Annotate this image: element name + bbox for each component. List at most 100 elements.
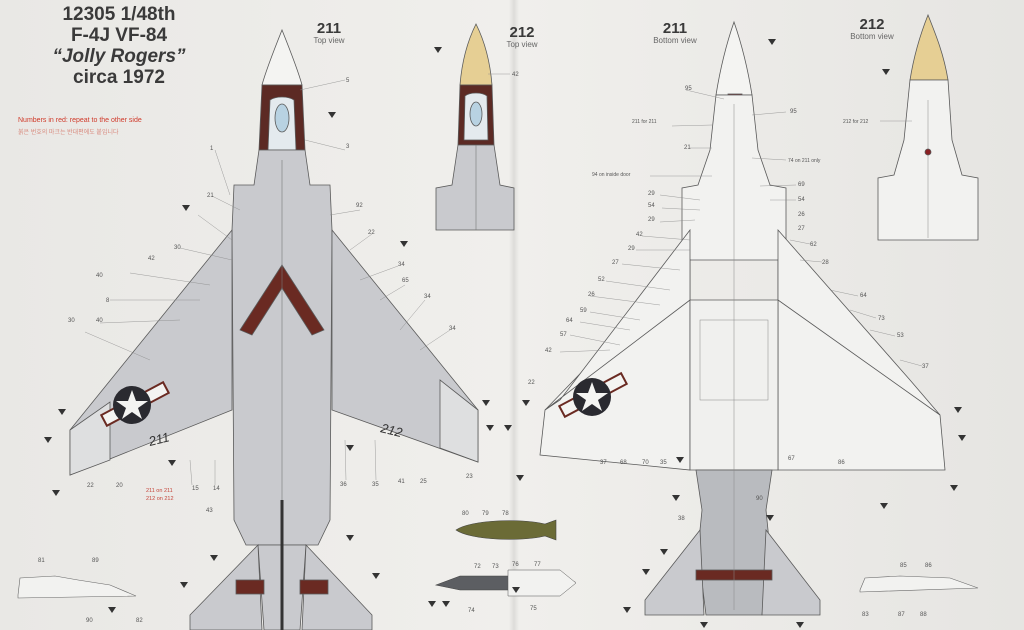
svg-text:90: 90: [756, 496, 763, 502]
svg-text:42: 42: [512, 72, 519, 78]
svg-text:89: 89: [92, 558, 99, 564]
svg-text:22: 22: [368, 230, 375, 236]
title-line-nickname: “Jolly Rogers”: [52, 46, 186, 67]
leader-lines-bottom-211: [559, 89, 923, 367]
header-top-211: 211 Top view: [305, 20, 353, 45]
svg-text:35: 35: [372, 482, 379, 488]
svg-text:92: 92: [356, 203, 363, 209]
svg-text:30: 30: [68, 318, 75, 324]
svg-text:90: 90: [86, 618, 93, 624]
svg-text:52: 52: [598, 277, 605, 283]
red-numbers-note: Numbers in red: repeat to the other side: [18, 117, 142, 124]
svg-text:73: 73: [492, 564, 499, 570]
svg-text:36: 36: [340, 482, 347, 488]
svg-text:86: 86: [925, 563, 932, 569]
svg-text:22: 22: [528, 380, 535, 386]
header-num: 212: [859, 16, 885, 33]
svg-text:78: 78: [502, 511, 509, 517]
title-line-kit: 12305 1/48th: [62, 4, 176, 25]
svg-text:72: 72: [474, 564, 481, 570]
svg-text:81: 81: [38, 558, 45, 564]
star-insignia-icon: [99, 380, 171, 428]
svg-text:54: 54: [798, 197, 805, 203]
svg-text:85: 85: [900, 563, 907, 569]
wing-modex-212: 212: [378, 420, 404, 440]
callout-94-inside-door: 94 on inside door: [592, 172, 631, 178]
star-insignia-icon: [557, 371, 629, 419]
svg-text:22: 22: [87, 483, 94, 489]
svg-text:77: 77: [534, 562, 541, 568]
svg-text:42: 42: [636, 232, 643, 238]
svg-text:40: 40: [96, 318, 103, 324]
svg-text:29: 29: [648, 217, 655, 223]
svg-text:62: 62: [810, 242, 817, 248]
header-view: Top view: [506, 40, 538, 49]
svg-text:25: 25: [420, 479, 427, 485]
callout-212-for-212: 212 for 212: [843, 119, 869, 125]
svg-text:69: 69: [798, 182, 805, 188]
svg-text:95: 95: [685, 86, 692, 92]
header-bottom-212: 212 Bottom view: [840, 16, 904, 41]
svg-text:87: 87: [898, 612, 905, 618]
svg-text:3: 3: [346, 144, 350, 150]
svg-text:88: 88: [920, 612, 927, 618]
svg-text:95: 95: [790, 109, 797, 115]
top-view-211-aircraft: [69, 28, 479, 630]
svg-text:30: 30: [174, 245, 181, 251]
header-num: 211: [316, 20, 342, 37]
callout-211-on-211: 211 on 211: [146, 488, 173, 494]
svg-text:27: 27: [612, 260, 619, 266]
header-num: 211: [662, 20, 688, 37]
svg-text:34: 34: [398, 262, 405, 268]
title-line-aircraft: F-4J VF-84: [70, 25, 168, 46]
title-line-date: circa 1972: [73, 67, 165, 88]
svg-text:82: 82: [136, 618, 143, 624]
svg-text:26: 26: [798, 212, 805, 218]
svg-text:37: 37: [922, 364, 929, 370]
header-num: 212: [509, 24, 535, 41]
sheet-title: 12305 1/48th F-4J VF-84 “Jolly Rogers” c…: [24, 4, 214, 88]
svg-text:34: 34: [424, 294, 431, 300]
side-profile-right: 85 86 83 87 88: [859, 563, 979, 618]
svg-text:38: 38: [678, 516, 685, 522]
svg-text:59: 59: [580, 308, 587, 314]
header-view: Bottom view: [653, 36, 697, 45]
svg-text:80: 80: [462, 511, 469, 517]
wing-modex-211: 211: [146, 429, 171, 449]
svg-text:14: 14: [213, 486, 220, 492]
svg-text:20: 20: [116, 483, 123, 489]
svg-text:21: 21: [684, 145, 691, 151]
svg-text:83: 83: [862, 612, 869, 618]
svg-text:42: 42: [545, 348, 552, 354]
svg-text:29: 29: [648, 191, 655, 197]
callout-74-on-211: 74 on 211 only: [788, 158, 821, 164]
svg-text:27: 27: [798, 226, 805, 232]
svg-text:65: 65: [402, 278, 409, 284]
svg-text:15: 15: [192, 486, 199, 492]
svg-text:41: 41: [398, 479, 405, 485]
svg-text:21: 21: [207, 193, 214, 199]
svg-text:8: 8: [106, 298, 110, 304]
svg-text:5: 5: [346, 78, 350, 84]
svg-text:75: 75: [530, 606, 537, 612]
callout-212-on-212: 212 on 212: [146, 496, 174, 502]
header-view: Top view: [313, 36, 345, 45]
svg-text:35: 35: [660, 460, 667, 466]
svg-text:40: 40: [96, 273, 103, 279]
svg-text:34: 34: [449, 326, 456, 332]
svg-text:67: 67: [788, 456, 795, 462]
bottom-view-212-nose: [877, 13, 979, 241]
top-view-212-nose: [435, 23, 515, 231]
svg-text:73: 73: [878, 316, 885, 322]
side-profile-left: 81 89 90 82: [17, 558, 143, 624]
svg-text:43: 43: [206, 508, 213, 514]
svg-text:23: 23: [466, 474, 473, 480]
svg-text:64: 64: [566, 318, 573, 324]
svg-text:28: 28: [822, 260, 829, 266]
callout-211-for-211: 211 for 211: [632, 119, 657, 125]
